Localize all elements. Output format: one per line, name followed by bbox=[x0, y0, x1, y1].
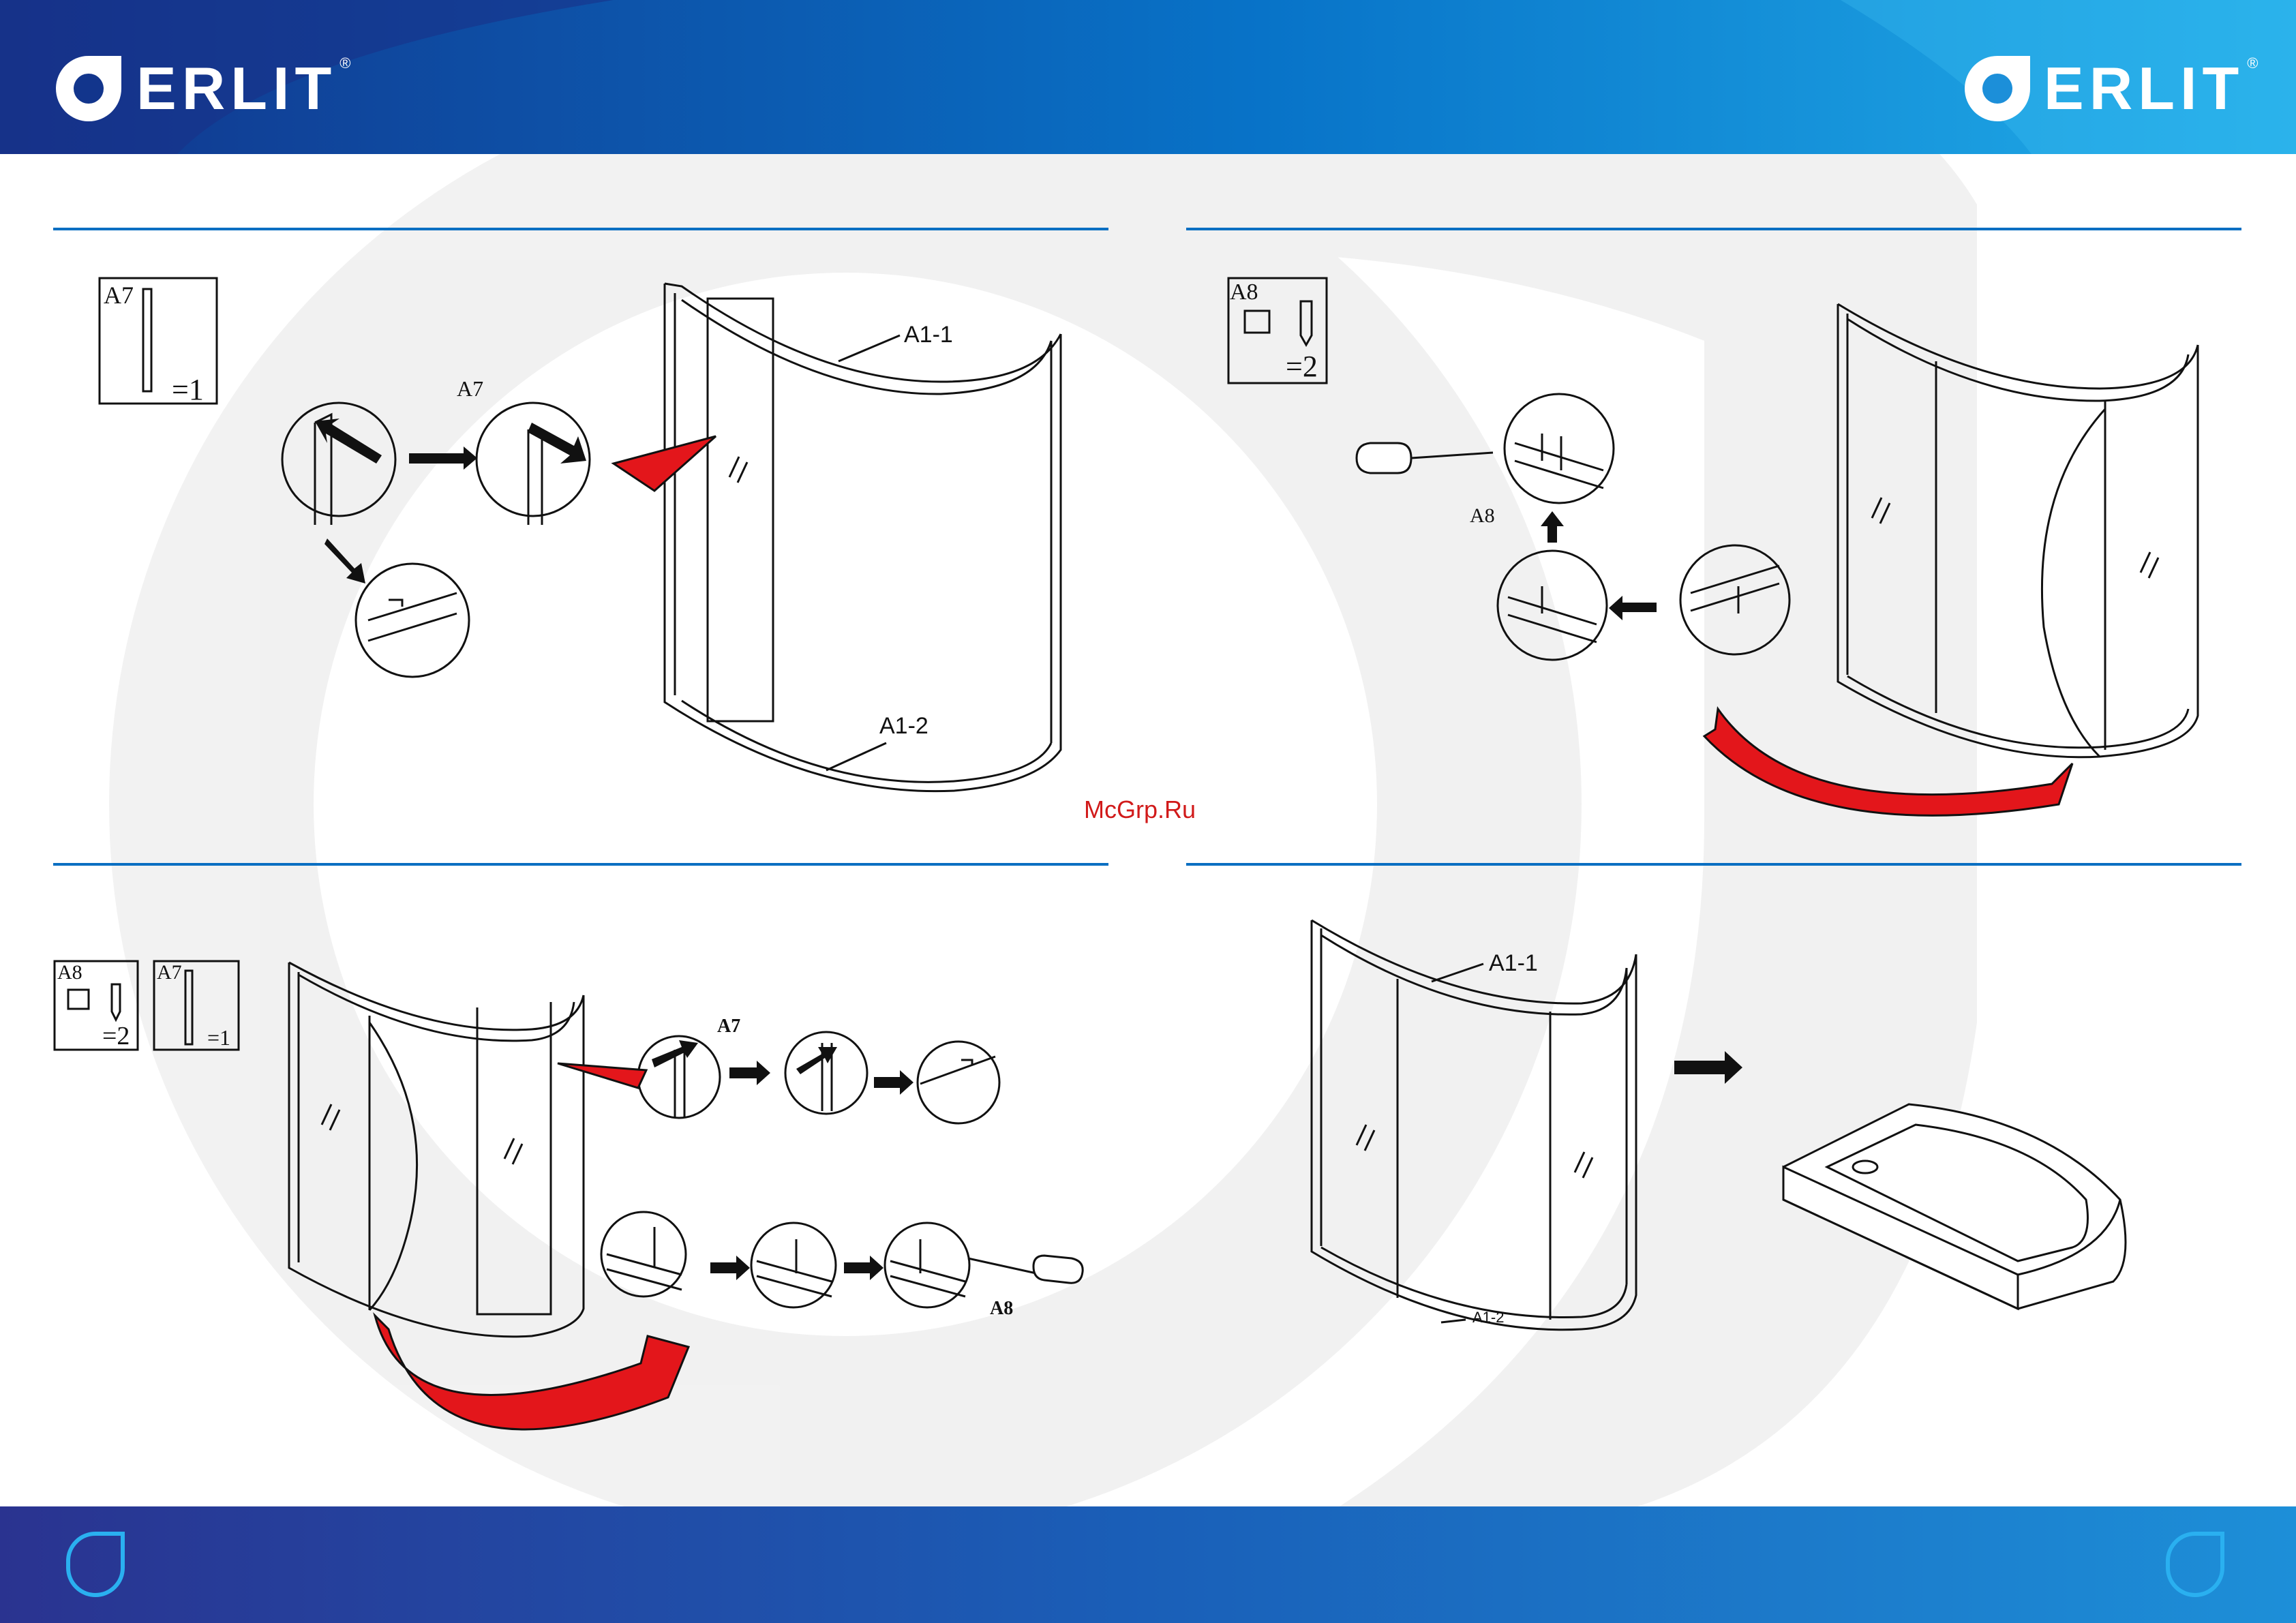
callout-a1-1: A1-1 bbox=[904, 322, 953, 348]
background-brand-shape bbox=[109, 19, 1977, 1541]
part-qty-a8: =2 bbox=[1286, 349, 1318, 384]
profile-a7-icon bbox=[143, 289, 151, 391]
registered-mark-right: ® bbox=[2247, 55, 2258, 72]
logo-text-left: ERLIT bbox=[136, 59, 337, 119]
logo-mark-left-icon bbox=[56, 56, 121, 121]
part-code-a8: A8 bbox=[1230, 279, 1258, 305]
callout-a1-2: A1-2 bbox=[1472, 1309, 1504, 1326]
callout-a7: A7 bbox=[457, 376, 483, 401]
part-qty-a7: =1 bbox=[207, 1025, 230, 1050]
part-code-a7: A7 bbox=[104, 281, 134, 309]
brand-logo-left: ERLIT ® bbox=[136, 55, 350, 123]
callout-a7: A7 bbox=[717, 1016, 740, 1037]
brand-logo-right: ERLIT ® bbox=[2044, 55, 2258, 123]
watermark-text: McGrp.Ru bbox=[1084, 795, 1196, 824]
callout-a1-2: A1-2 bbox=[879, 713, 928, 740]
logo-text-right: ERLIT bbox=[2044, 59, 2244, 119]
part-code-a8: A8 bbox=[57, 961, 82, 984]
screw-icon bbox=[112, 984, 120, 1020]
part-code-a7: A7 bbox=[157, 961, 182, 984]
callout-a8: A8 bbox=[1470, 504, 1495, 528]
footer-bar bbox=[0, 1506, 2296, 1623]
bracket-icon bbox=[68, 990, 89, 1009]
part-qty-a7: =1 bbox=[172, 372, 204, 407]
callout-a8: A8 bbox=[990, 1298, 1013, 1320]
registered-mark-left: ® bbox=[339, 55, 350, 72]
callout-a1-1: A1-1 bbox=[1489, 950, 1538, 977]
part-qty-a8: =2 bbox=[102, 1021, 130, 1051]
logo-mark-right-icon bbox=[1965, 56, 2030, 121]
